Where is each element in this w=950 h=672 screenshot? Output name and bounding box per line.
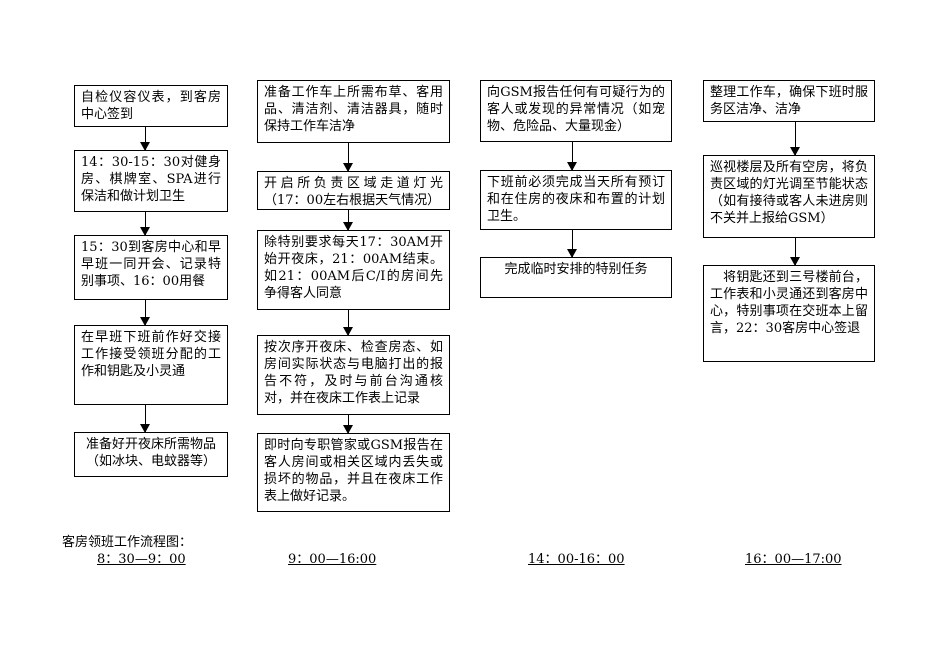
arrow-icon [343, 143, 353, 172]
step-box: 14：30-15：30对健身房、棋牌室、SPA进行保洁和做计划卫生 [74, 150, 228, 212]
time-label: 16：00—17:00 [745, 552, 842, 567]
arrow-icon [567, 230, 577, 258]
step-box: 在早班下班前作好交接工作接受领班分配的工作和钥匙及小灵通 [74, 325, 228, 405]
step-box: 准备工作车上所需布草、客用品、清洁剂、清洁器具，随时保持工作车洁净 [257, 80, 450, 143]
arrow-icon [567, 142, 577, 171]
step-box: 巡视楼层及所有空房，将负责区域的灯光调至节能状态（如有接待或客人未进房则不关并上… [703, 155, 875, 238]
step-box: 下班前必须完成当天所有预订和在住房的夜床和布置的计划卫生。 [480, 170, 672, 230]
step-box: 除特别要求每天17：30AM开始开夜床，21：00AM结束。如21：00AM后C… [257, 230, 450, 310]
arrow-icon [343, 310, 353, 336]
arrow-icon [140, 300, 150, 326]
time-label: 8：30—9：00 [97, 552, 186, 567]
step-box: 向GSM报告任何有可疑行为的客人或发现的异常情况（如宠物、危险品、大量现金） [480, 80, 672, 142]
arrow-icon [140, 405, 150, 433]
arrow-icon [790, 122, 800, 156]
step-box: 按次序开夜床、检查房态、如房间实际状态与电脑打出的报告不符，及时与前台沟通核对，… [257, 335, 450, 415]
arrow-icon [343, 415, 353, 434]
arrow-icon [140, 212, 150, 236]
step-box: 准备好开夜床所需物品（如冰块、电蚊器等） [74, 432, 228, 477]
step-box: 开启所负责区域走道灯光（17：00左右根据天气情况） [257, 171, 450, 210]
time-label: 9：00—16:00 [288, 552, 377, 567]
time-label: 14：00-16：00 [528, 552, 625, 567]
arrow-icon [140, 127, 150, 151]
step-box: 15：30到客房中心和早早班一同开会、记录特别事项、16：00用餐 [74, 235, 228, 300]
step-box: 整理工作车，确保下班时服务区洁净、洁净 [703, 80, 875, 122]
arrow-icon [343, 210, 353, 231]
step-box: 自检仪容仪表，到客房中心签到 [74, 85, 228, 127]
step-box: 即时向专职管家或GSM报告在客人房间或相关区域内丢失或损坏的物品，并且在夜床工作… [257, 433, 450, 512]
step-box: 完成临时安排的特别任务 [480, 257, 672, 298]
step-box: 将钥匙还到三号楼前台，工作表和小灵通还到客房中心，特别事项在交班本上留言，22：… [703, 265, 875, 362]
flowchart-title: 客房领班工作流程图： [62, 535, 193, 550]
arrow-icon [790, 238, 800, 266]
